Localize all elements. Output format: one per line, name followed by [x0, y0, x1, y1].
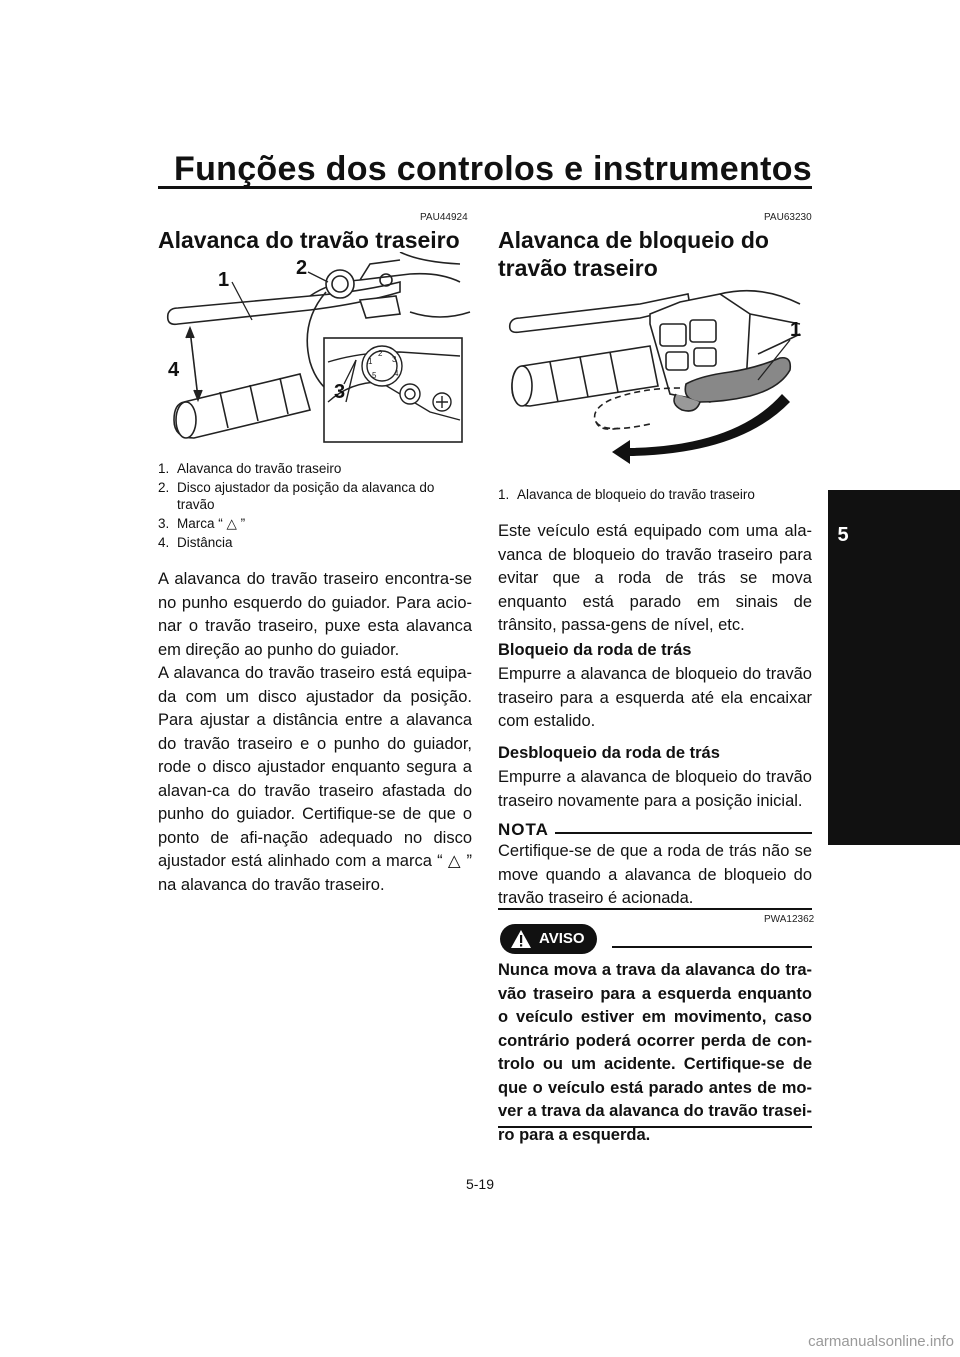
figure-caption-list: 1.Alavanca do travão traseiro 2.Disco aj…	[158, 460, 468, 551]
title-rule	[158, 186, 812, 189]
watermark: carmanualsonline.info	[808, 1333, 954, 1350]
svg-text:5: 5	[372, 371, 377, 380]
note-label: NOTA	[498, 820, 549, 839]
warning-badge: AVISO	[500, 924, 597, 954]
warning-text: Nunca mova a trava da alavanca do tra-vã…	[498, 961, 812, 1144]
page-number: 5-19	[465, 1176, 495, 1192]
svg-text:3: 3	[392, 355, 397, 364]
warning-rule-bottom	[498, 1126, 812, 1128]
note-rule-bottom	[498, 908, 812, 910]
section-heading: Alavanca do travão traseiro	[158, 227, 460, 253]
warning-icon	[511, 930, 531, 948]
note-text: Certifique-se de que a roda de trás não …	[498, 842, 812, 907]
subheading: Bloqueio da roda de trás	[498, 641, 692, 659]
note-rule	[555, 832, 812, 834]
brake-lever-illustration: 234 51 1 2 3 4	[166, 251, 471, 443]
paragraph: A alavanca do travão traseiro está equip…	[158, 664, 472, 894]
figure-label: 2	[296, 257, 307, 279]
caption-item: 4.Distância	[158, 535, 233, 550]
figure-label: 3	[334, 381, 345, 403]
section-code: PAU63230	[764, 212, 812, 223]
lock-lever-illustration: 1	[508, 289, 801, 464]
svg-text:2: 2	[378, 349, 383, 358]
caption-item: 1.Alavanca do travão traseiro	[158, 461, 342, 476]
figure-caption: 1.Alavanca de bloqueio do travão traseir…	[498, 486, 810, 503]
chapter-number: 5	[837, 524, 849, 546]
lock-lever-figure: 1	[500, 284, 810, 476]
warning-code: PWA12362	[764, 914, 815, 925]
figure-label: 1	[790, 319, 801, 341]
caption-item: 1.Alavanca de bloqueio do travão traseir…	[498, 487, 755, 502]
warning-label: AVISO	[539, 930, 585, 947]
subheading: Desbloqueio da roda de trás	[498, 744, 720, 762]
caption-item: 2.Disco ajustador da posição da alavanca…	[158, 480, 435, 512]
chapter-tab	[828, 490, 960, 845]
svg-text:1: 1	[368, 357, 373, 366]
figure-label: 4	[168, 359, 180, 381]
caption-item: 3.Marca “ △ ”	[158, 516, 246, 531]
section-code: PAU44924	[420, 212, 468, 223]
paragraph: Empurre a alavanca de bloqueio do travão…	[498, 665, 812, 730]
paragraph: A alavanca do travão traseiro encontra-s…	[158, 570, 472, 659]
svg-text:4: 4	[394, 369, 399, 378]
section-heading: Alavanca de bloqueio do travão traseiro	[498, 227, 769, 281]
page-title: Funções dos controlos e instrumentos	[174, 150, 812, 188]
paragraph: Este veículo está equipado com uma ala-v…	[498, 522, 812, 634]
warning-rule	[612, 946, 812, 948]
paragraph: Empurre a alavanca de bloqueio do travão…	[498, 768, 812, 810]
figure-label: 1	[218, 269, 229, 291]
